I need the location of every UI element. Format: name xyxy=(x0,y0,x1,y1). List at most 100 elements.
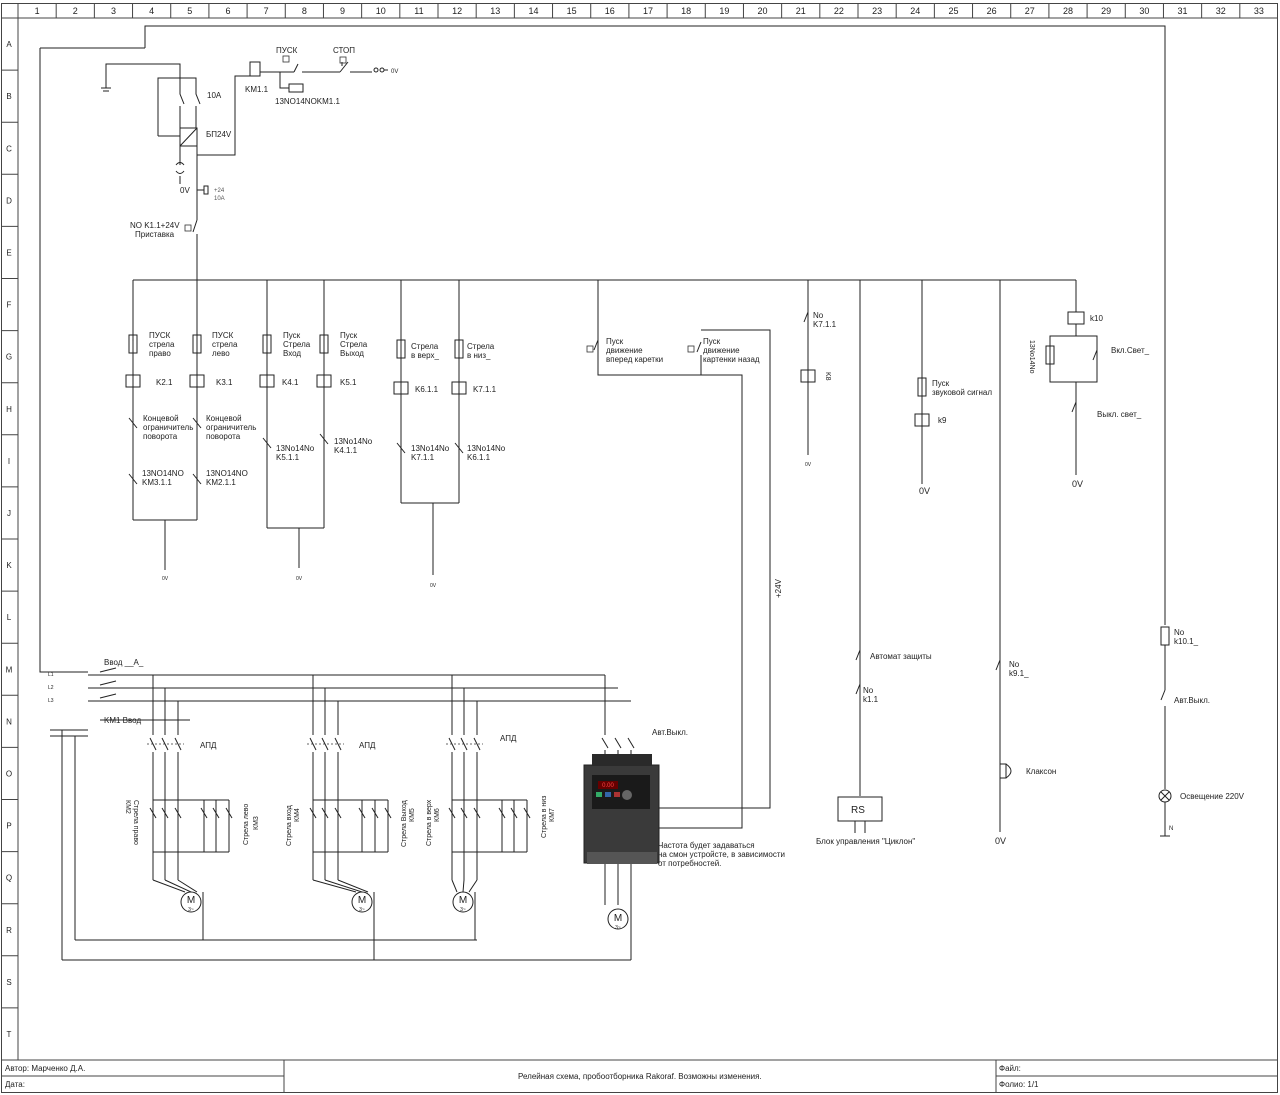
column-label: 25 xyxy=(948,6,958,16)
limit-b-3: поворота xyxy=(206,432,241,441)
column-label: 2 xyxy=(73,6,78,16)
row-label: D xyxy=(6,196,12,205)
row-label: R xyxy=(6,926,12,935)
column-label: 32 xyxy=(1216,6,1226,16)
strela-niz-1: Стрела xyxy=(467,342,495,351)
branch-k10 xyxy=(1045,280,1098,475)
km3-2: КМ3 xyxy=(253,816,260,830)
column-label: 10 xyxy=(376,6,386,16)
carriage-fwd-3: вперед каретки xyxy=(606,355,663,364)
row-label: H xyxy=(6,405,12,414)
no-k711-2: K7.1.1 xyxy=(813,320,837,329)
nc-c-2: K5.1.1 xyxy=(276,453,300,462)
row-label: A xyxy=(6,40,12,49)
zero-b: 0V xyxy=(296,576,303,582)
vfd-note-2: на смон устройсте, в зависимости xyxy=(658,850,785,859)
drawing-title: Релейная схема, пробоотборника Rakoraf. … xyxy=(518,1072,762,1081)
nc-b-2: KM2.1.1 xyxy=(206,478,236,487)
carriage-fwd-1: Пуск xyxy=(606,337,624,346)
column-label: 17 xyxy=(643,6,653,16)
vfd-note-3: от потребностей. xyxy=(658,859,721,868)
row-label: C xyxy=(6,144,12,153)
zero-g: 0V xyxy=(995,836,1006,846)
branch-k9 xyxy=(914,280,930,484)
row-label: E xyxy=(6,248,11,257)
branch-k6-k7 xyxy=(393,280,467,575)
column-label: 14 xyxy=(528,6,538,16)
column-label: 4 xyxy=(149,6,154,16)
psu-0v-label: 0V xyxy=(180,186,190,195)
nc-e-1: 13No14No xyxy=(411,444,450,453)
date-field: Дата: xyxy=(5,1080,25,1089)
column-label: 15 xyxy=(567,6,577,16)
column-label: 29 xyxy=(1101,6,1111,16)
km5-2: КМ5 xyxy=(409,808,416,822)
motor-label: M xyxy=(187,895,195,906)
motor-sub: 3~ xyxy=(460,907,466,913)
row-label: S xyxy=(6,978,11,987)
no-k1-line1: NO K1.1+24V xyxy=(130,221,180,230)
carriage-fwd-2: движение xyxy=(606,346,643,355)
column-label: 5 xyxy=(187,6,192,16)
column-label: 27 xyxy=(1025,6,1035,16)
apd3-label: АПД xyxy=(500,734,517,743)
column-label: 28 xyxy=(1063,6,1073,16)
branch-cyclone xyxy=(855,280,861,796)
cyclone-label: Блок управления "Циклон" xyxy=(816,837,915,846)
column-label: 9 xyxy=(340,6,345,16)
no-k11-2: k1.1 xyxy=(863,695,879,704)
row-label: F xyxy=(7,301,12,310)
motor-symbol xyxy=(351,891,373,913)
nc-k10: 13No14No xyxy=(1028,340,1035,374)
three-phase-bus xyxy=(50,667,631,961)
km2-2: КМ2 xyxy=(124,800,131,814)
branch-carriage xyxy=(586,280,771,829)
vfd-display: 0.00 xyxy=(602,783,614,789)
pusk-pravo-1: ПУСК xyxy=(149,331,171,340)
motor-label: M xyxy=(459,895,467,906)
no-k101-1: No xyxy=(1174,628,1185,637)
pusk-vhod-1: Пуск xyxy=(283,331,301,340)
no-k91-2: k9.1_ xyxy=(1009,669,1029,678)
km7-2: КМ7 xyxy=(549,808,556,822)
k7-label: K7.1.1 xyxy=(473,385,497,394)
column-label: 24 xyxy=(910,6,920,16)
km4-2: КМ4 xyxy=(294,808,301,822)
lighting-label: Освещение 220V xyxy=(1180,792,1245,801)
klaxon-label: Клаксон xyxy=(1026,767,1056,776)
row-label: K xyxy=(6,561,12,570)
column-label: 30 xyxy=(1139,6,1149,16)
apd2-label: АПД xyxy=(359,741,376,750)
km7-1: Стрела в низ xyxy=(541,796,548,838)
branch-k4-k5 xyxy=(259,280,332,568)
l1-label: L1 xyxy=(48,672,54,678)
l2-label: L2 xyxy=(48,685,54,691)
branch-klaxon xyxy=(995,280,1012,832)
author-field: Автор: Марченко Д.А. xyxy=(5,1064,86,1073)
motor-groups: M3~M3~M3~M3~ xyxy=(147,675,635,960)
no-k1-line2: Приставка xyxy=(135,230,175,239)
frequency-drive xyxy=(583,754,660,960)
light-on: Вкл.Свет_ xyxy=(1111,346,1150,355)
nc-c-1: 13No14No xyxy=(276,444,315,453)
km4-1: Стрела вход xyxy=(286,805,293,846)
limit-a-3: поворота xyxy=(143,432,178,441)
column-label: 8 xyxy=(302,6,307,16)
title-block xyxy=(1,1059,1278,1093)
row-label: O xyxy=(6,769,12,778)
sound-2: звуковой сигнал xyxy=(932,388,992,397)
no-k11-1: No xyxy=(863,686,874,695)
column-label: 1 xyxy=(35,6,40,16)
nc-a-2: KM3.1.1 xyxy=(142,478,172,487)
stop-label: СТОП xyxy=(333,46,355,55)
nc-f-2: K6.1.1 xyxy=(467,453,491,462)
zero-f: 0V xyxy=(1072,479,1083,489)
auto-prot-label: Автомат защиты xyxy=(870,652,932,661)
pusk-vhod-2: Стрела xyxy=(283,340,311,349)
motor-label: M xyxy=(358,895,366,906)
column-label: 21 xyxy=(796,6,806,16)
apd1-label: АПД xyxy=(200,741,217,750)
k10-label: k10 xyxy=(1090,314,1103,323)
pusk-levo-2: стрела xyxy=(212,340,238,349)
